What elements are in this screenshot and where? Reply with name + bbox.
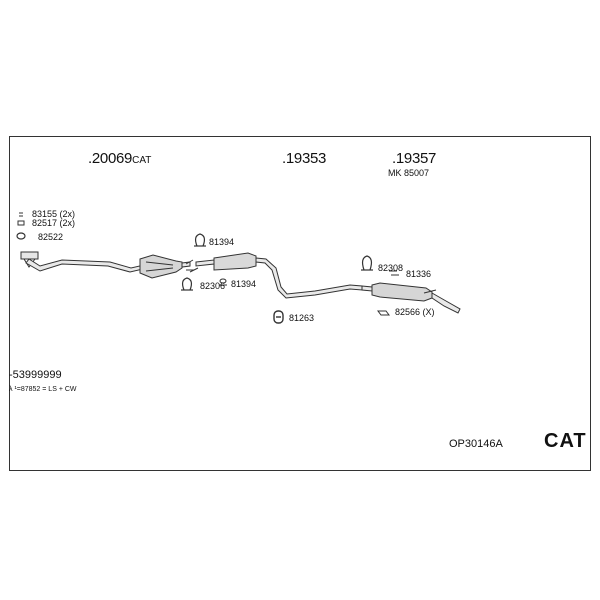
u-clamp-icon-top — [194, 233, 206, 247]
u-clamp-icon-bottom — [181, 277, 193, 291]
part-number-middle: .19353 — [282, 150, 327, 167]
front-pipe-catalyst — [25, 254, 191, 279]
front-flange — [20, 251, 39, 268]
label-hanger-rear-left: 82308 — [378, 263, 404, 273]
hanger-icon-front — [185, 259, 199, 273]
u-clamp-icon-rear — [361, 255, 373, 271]
gasket-icon — [17, 220, 25, 226]
part-number-catalyst-value: .20069 — [88, 150, 133, 167]
hanger-icon-rear — [389, 270, 399, 276]
clamp-icon — [19, 212, 23, 217]
ring-icon — [16, 232, 26, 240]
rubber-mount-icon — [273, 310, 284, 324]
label-clamp-rear: 81336 — [406, 269, 432, 279]
kit-code: OP30146A — [449, 438, 503, 450]
label-clamp-2x: 83155 (2x) — [32, 209, 76, 219]
part-number-catalyst: .20069CAT — [88, 150, 151, 167]
note-line-1: -53999999 — [9, 369, 62, 381]
rear-bracket-icon — [377, 310, 390, 316]
diagram-frame — [9, 136, 591, 471]
label-gasket-2x: 82517 (2x) — [32, 218, 76, 228]
label-hanger-front: 82306 — [200, 281, 226, 291]
cat-badge: CAT — [544, 430, 587, 452]
label-clamp-front-bottom: 81394 — [231, 279, 257, 289]
label-rubber-mount: 81263 — [289, 313, 315, 323]
label-clamp-front-top: 81394 — [209, 237, 235, 247]
part-number-rear: .19357 — [392, 150, 437, 167]
part-number-rear-sub: MK 85007 — [388, 168, 430, 178]
rear-silencer — [361, 282, 461, 314]
label-ring: 82522 — [38, 232, 64, 242]
note-line-2: λ ¹=87852 = LS + CW — [9, 386, 77, 393]
rubber-mount-icon-front — [219, 278, 227, 286]
middle-silencer-pipe — [195, 252, 363, 299]
label-rear-bracket: 82566 (X) — [395, 307, 435, 317]
part-number-catalyst-suffix: CAT — [132, 155, 152, 166]
